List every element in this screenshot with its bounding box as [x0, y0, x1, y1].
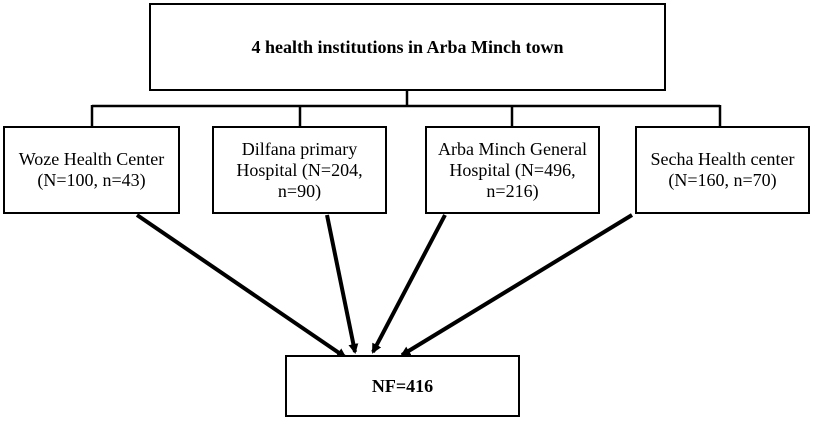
result-label: NF=416	[371, 375, 434, 396]
institution-label: Woze Health Center (N=100, n=43)	[18, 149, 165, 190]
institution-label: Arba Minch General Hospital (N=496, n=21…	[438, 138, 587, 201]
arrow-1	[135, 213, 347, 359]
institution-box-woze: Woze Health Center (N=100, n=43)	[3, 126, 180, 214]
result-box: NF=416	[285, 355, 520, 417]
arrow-4	[400, 213, 634, 357]
arrow-3	[371, 214, 447, 354]
institution-box-dilfana: Dilfana primary Hospital (N=204, n=90)	[212, 126, 387, 214]
institution-box-secha: Secha Health center (N=160, n=70)	[635, 126, 810, 214]
institution-box-arba-minch: Arba Minch General Hospital (N=496, n=21…	[425, 126, 600, 214]
institution-label: Secha Health center (N=160, n=70)	[650, 149, 795, 190]
institution-label: Dilfana primary Hospital (N=204, n=90)	[236, 138, 363, 201]
top-box: 4 health institutions in Arba Minch town	[149, 3, 666, 91]
top-box-label: 4 health institutions in Arba Minch town	[251, 36, 564, 57]
arrow-2	[325, 214, 359, 354]
